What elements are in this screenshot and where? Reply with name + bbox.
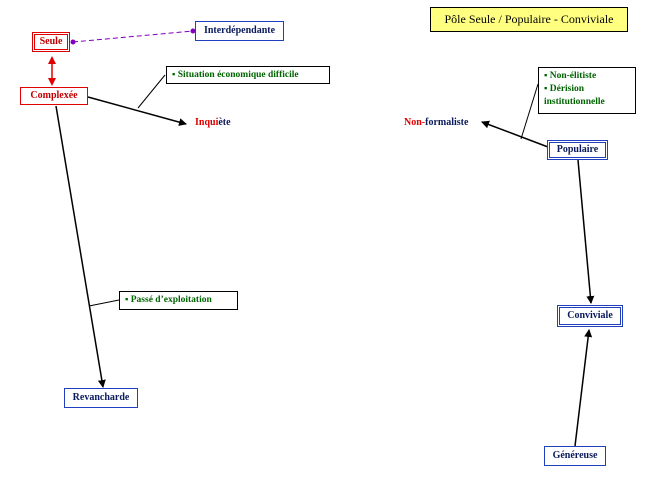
interdependante-link-dot [190, 28, 196, 34]
seule-link-dot [70, 39, 76, 45]
situation-callout-line [137, 74, 166, 109]
passe-callout-line [88, 299, 120, 307]
genereuse-conviviale-arrow [574, 329, 593, 447]
populaire-conviviale-arrow [577, 159, 595, 304]
node-genereuse: Généreuse [544, 446, 606, 466]
nonformaliste-part1: Non- [404, 117, 426, 128]
node-revancharde: Revancharde [64, 388, 138, 408]
complexee-inquiete-arrow [87, 96, 187, 126]
node-seule: Seule [32, 32, 70, 52]
note-non-elitiste: ▪ Non-élitiste ▪ Dérision institutionnel… [538, 67, 636, 114]
note-nonelitiste-line: ▪ Non-élitiste [544, 71, 597, 81]
node-interdependante: Interdépendante [195, 21, 284, 41]
node-non-formaliste: Non-formaliste [404, 117, 468, 129]
note-situation: ▪ Situation économique difficile [166, 66, 330, 84]
seule-interdependante-link [72, 30, 194, 43]
node-populaire: Populaire [547, 140, 608, 160]
node-inquiete: Inquiète [195, 117, 231, 129]
nonformaliste-part2: formaliste [425, 117, 469, 128]
node-conviviale: Conviviale [557, 305, 623, 327]
note-institutionnelle-line: institutionnelle [544, 97, 605, 107]
populaire-nonformaliste-arrow [481, 120, 549, 148]
inquiete-part2: ète [218, 117, 231, 128]
complexee-revancharde-arrow [55, 105, 106, 388]
note-derision-line: ▪ Dérision [544, 84, 585, 94]
nonelitiste-callout-line [520, 83, 539, 140]
node-complexee: Complexée [20, 87, 88, 105]
title-box: Pôle Seule / Populaire - Conviviale [430, 7, 628, 32]
note-passe: ▪ Passé d’exploitation [119, 291, 238, 310]
inquiete-part1: Inqui [195, 117, 219, 128]
